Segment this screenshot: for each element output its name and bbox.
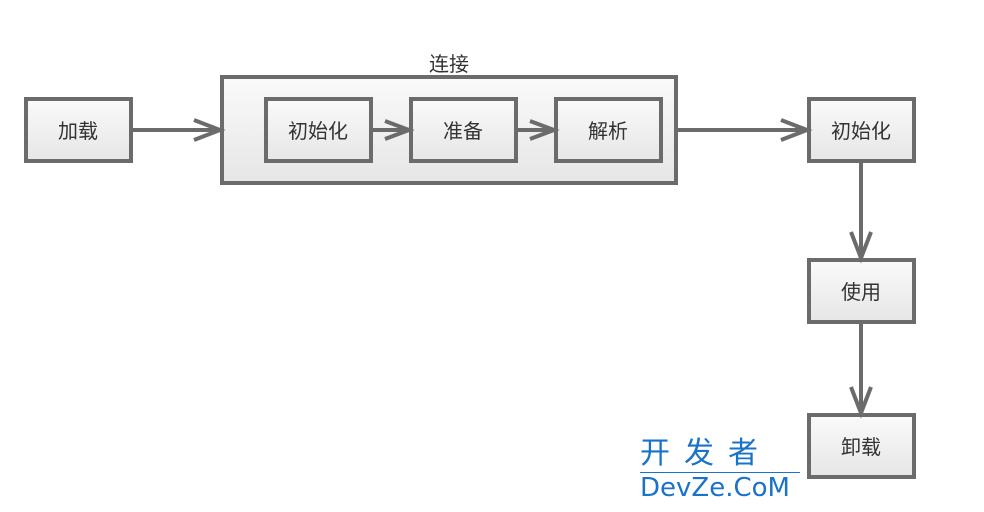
node-use-label: 使用 xyxy=(841,280,881,304)
arrow-prepare-to-resolve xyxy=(516,119,560,141)
arrow-init-to-use xyxy=(849,161,873,264)
node-unload: 卸载 xyxy=(807,413,916,479)
watermark-cn: 开发者 xyxy=(640,436,772,471)
arrow-init-to-prepare xyxy=(371,119,415,141)
node-prepare: 准备 xyxy=(409,97,518,163)
watermark-domain: DevZe.CoM xyxy=(640,472,800,503)
node-init: 初始化 xyxy=(807,97,916,163)
watermark: 开发者 DevZe.CoM xyxy=(640,436,800,503)
node-init-label: 初始化 xyxy=(831,119,891,143)
node-resolve-label: 解析 xyxy=(588,119,628,143)
arrow-load-to-link xyxy=(131,118,226,142)
node-use: 使用 xyxy=(807,258,916,324)
arrow-use-to-unload xyxy=(849,322,873,419)
arrow-link-to-init xyxy=(676,118,813,142)
group-label-link: 连接 xyxy=(429,52,469,76)
node-resolve: 解析 xyxy=(554,97,663,163)
node-verify-init: 初始化 xyxy=(264,97,373,163)
node-load: 加载 xyxy=(24,97,133,163)
node-unload-label: 卸载 xyxy=(841,435,881,459)
node-prepare-label: 准备 xyxy=(443,119,483,143)
node-verify-init-label: 初始化 xyxy=(288,119,348,143)
node-load-label: 加载 xyxy=(58,119,98,143)
